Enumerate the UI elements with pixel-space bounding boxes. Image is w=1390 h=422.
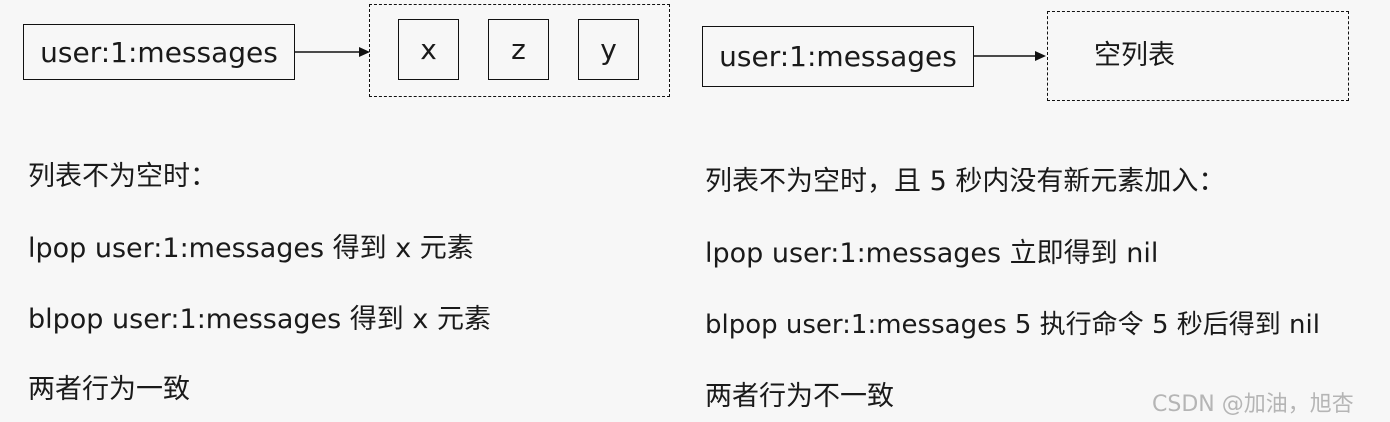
right-key-label: user:1:messages bbox=[719, 40, 957, 73]
left-list-container bbox=[369, 4, 670, 97]
right-blpop-line: blpop user:1:messages 5 执行命令 5 秒后得到 nil bbox=[705, 310, 1320, 340]
csdn-watermark: CSDN @加油，旭杏 bbox=[1152, 392, 1354, 417]
left-arrow bbox=[295, 47, 370, 57]
list-element-y: y bbox=[578, 19, 639, 80]
list-element-x: x bbox=[398, 19, 459, 80]
left-blpop-line: blpop user:1:messages 得到 x 元素 bbox=[28, 304, 491, 335]
right-conclusion: 两者行为不一致 bbox=[705, 381, 894, 412]
left-lpop-line: lpop user:1:messages 得到 x 元素 bbox=[28, 233, 474, 264]
right-arrow bbox=[974, 51, 1046, 61]
right-heading: 列表不为空时，且 5 秒内没有新元素加入： bbox=[705, 166, 1226, 197]
left-key-box: user:1:messages bbox=[23, 24, 295, 80]
empty-list-label: 空列表 bbox=[1094, 40, 1175, 71]
list-element-z: z bbox=[488, 19, 549, 80]
left-key-label: user:1:messages bbox=[40, 35, 278, 69]
left-conclusion: 两者行为一致 bbox=[28, 374, 190, 405]
right-lpop-line: lpop user:1:messages 立即得到 nil bbox=[705, 238, 1159, 269]
left-heading: 列表不为空时： bbox=[28, 161, 217, 192]
right-key-box: user:1:messages bbox=[702, 26, 974, 87]
right-empty-list bbox=[1047, 11, 1349, 101]
